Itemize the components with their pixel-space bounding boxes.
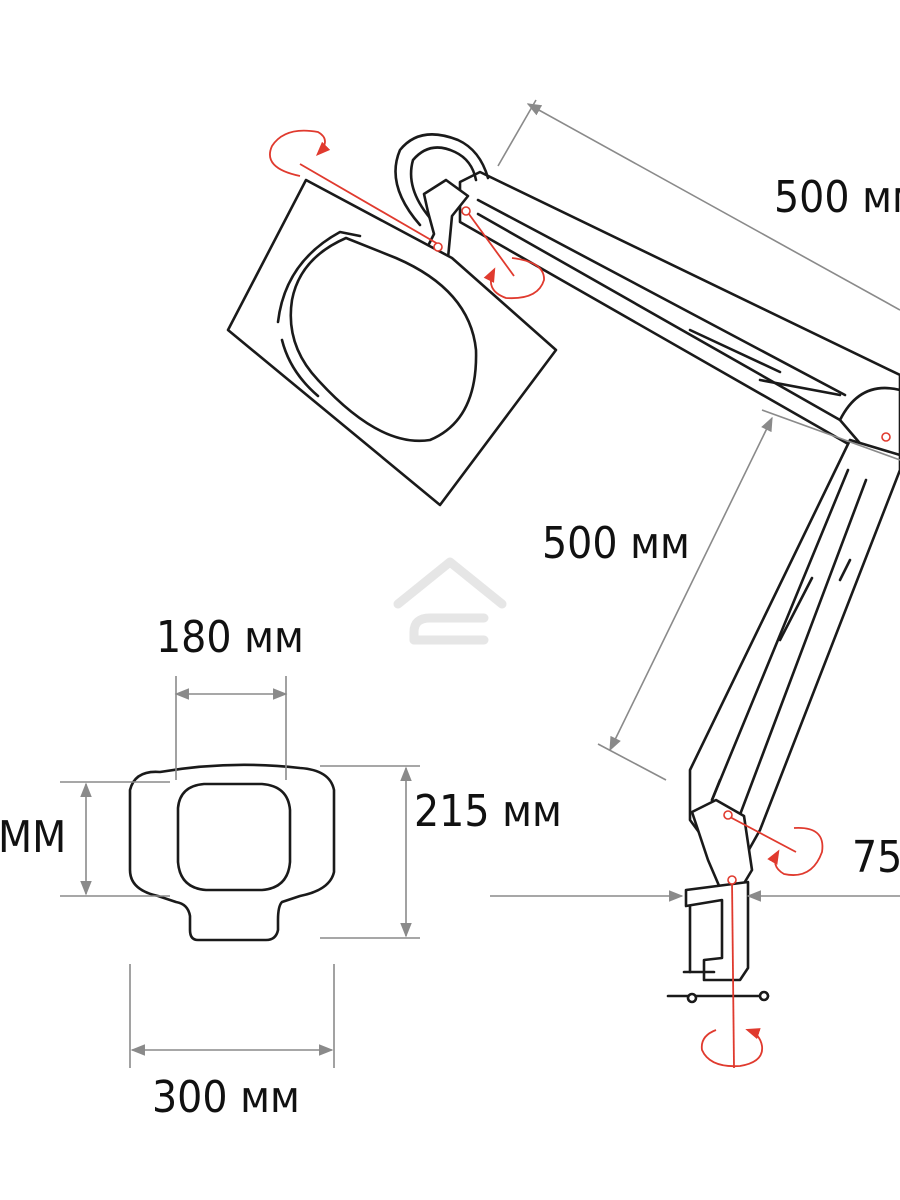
desk-clamp bbox=[666, 880, 770, 1004]
front-dimension-lines bbox=[60, 676, 420, 1068]
upper-arm bbox=[458, 170, 900, 457]
rotation-indicators bbox=[269, 129, 891, 1069]
lens-width-label: 180 мм bbox=[156, 612, 304, 663]
clamp-width-label: 75 bbox=[852, 832, 900, 883]
watermark-house-icon bbox=[393, 557, 507, 645]
lens-height-label: ММ bbox=[0, 812, 66, 863]
rotation-arrow-icon bbox=[723, 810, 824, 876]
head-width-label: 300 мм bbox=[152, 1072, 300, 1123]
handle-loop bbox=[394, 133, 490, 227]
lower-arm bbox=[688, 438, 900, 864]
head-front-view bbox=[128, 763, 336, 942]
rotation-arrow-icon bbox=[269, 129, 443, 252]
upper-arm-length-label: 500 мм bbox=[774, 172, 900, 223]
base-joint bbox=[690, 798, 754, 892]
magnifier-head bbox=[226, 178, 558, 507]
lower-arm-length-label: 500 мм bbox=[542, 518, 690, 569]
rotation-arrow-icon bbox=[461, 206, 545, 300]
rotation-arrow-icon bbox=[700, 875, 763, 1069]
dimension-lines bbox=[490, 99, 900, 902]
head-height-label: 215 мм bbox=[414, 786, 562, 837]
